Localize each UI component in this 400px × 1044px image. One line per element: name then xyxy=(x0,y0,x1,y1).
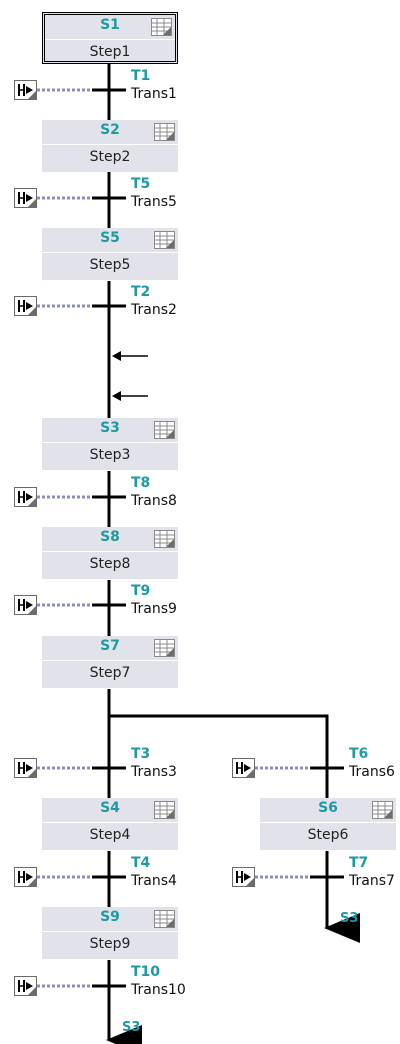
condition-icon[interactable] xyxy=(14,80,37,100)
transition-id: T10 xyxy=(131,964,161,980)
step-divider xyxy=(42,252,178,253)
condition-icon[interactable] xyxy=(14,758,37,778)
condition-icon[interactable] xyxy=(14,867,37,887)
transition-id: T2 xyxy=(131,284,151,300)
condition-icon[interactable] xyxy=(14,296,37,316)
step-id: S9 xyxy=(100,909,120,925)
step-divider xyxy=(42,660,178,661)
step-id: S1 xyxy=(100,17,120,33)
action-table-icon[interactable] xyxy=(154,639,175,657)
transition-name: Trans5 xyxy=(131,194,177,210)
step-name: Step1 xyxy=(89,44,131,60)
action-table-icon[interactable] xyxy=(154,530,175,548)
step-name: Step2 xyxy=(89,149,131,165)
step-name: Step7 xyxy=(89,665,131,681)
step-divider xyxy=(42,551,178,552)
step-name: Step8 xyxy=(89,556,131,572)
side-arrow xyxy=(112,351,148,361)
step-id: S8 xyxy=(100,529,120,545)
transition-id: T9 xyxy=(131,583,151,599)
transition-name: Trans4 xyxy=(131,873,177,889)
step-name: Step4 xyxy=(89,827,131,843)
transition-id: T1 xyxy=(131,68,151,84)
action-table-icon[interactable] xyxy=(151,18,172,36)
transition-name: Trans9 xyxy=(131,601,177,617)
transition-name: Trans7 xyxy=(349,873,395,889)
transition-id: T6 xyxy=(349,746,369,762)
transition-name: Trans2 xyxy=(131,302,177,318)
step-name: Step5 xyxy=(89,257,131,273)
side-arrow xyxy=(112,391,148,401)
step-id: S6 xyxy=(318,800,338,816)
step-name: Step9 xyxy=(89,936,131,952)
transition-name: Trans10 xyxy=(131,982,186,998)
step-divider xyxy=(45,39,175,40)
transition-id: T5 xyxy=(131,176,151,192)
transition-id: T7 xyxy=(349,855,369,871)
step-divider xyxy=(42,931,178,932)
condition-icon[interactable] xyxy=(232,867,255,887)
step-divider xyxy=(42,144,178,145)
action-table-icon[interactable] xyxy=(154,231,175,249)
step-id: S2 xyxy=(100,122,120,138)
step-id: S5 xyxy=(100,230,120,246)
condition-icon[interactable] xyxy=(14,188,37,208)
transition-name: Trans8 xyxy=(131,493,177,509)
condition-icon[interactable] xyxy=(14,976,37,996)
jump-target-label[interactable]: S3 xyxy=(340,911,359,926)
jump-target-label[interactable]: S3 xyxy=(122,1020,141,1035)
transition-id: T8 xyxy=(131,475,151,491)
transition-name: Trans6 xyxy=(349,764,395,780)
step-id: S7 xyxy=(100,638,120,654)
transition-id: T3 xyxy=(131,746,151,762)
condition-icon[interactable] xyxy=(232,758,255,778)
step-name: Step6 xyxy=(307,827,349,843)
step-divider xyxy=(42,442,178,443)
action-table-icon[interactable] xyxy=(154,421,175,439)
action-table-icon[interactable] xyxy=(154,910,175,928)
action-table-icon[interactable] xyxy=(372,801,393,819)
step-name: Step3 xyxy=(89,447,131,463)
transition-name: Trans3 xyxy=(131,764,177,780)
action-table-icon[interactable] xyxy=(154,123,175,141)
step-divider xyxy=(260,822,396,823)
transition-id: T4 xyxy=(131,855,151,871)
step-id: S3 xyxy=(100,420,120,436)
branch-line xyxy=(109,714,329,798)
condition-icon[interactable] xyxy=(14,595,37,615)
condition-icon[interactable] xyxy=(14,487,37,507)
step-divider xyxy=(42,822,178,823)
transition-name: Trans1 xyxy=(131,86,177,102)
action-table-icon[interactable] xyxy=(154,801,175,819)
step-id: S4 xyxy=(100,800,120,816)
